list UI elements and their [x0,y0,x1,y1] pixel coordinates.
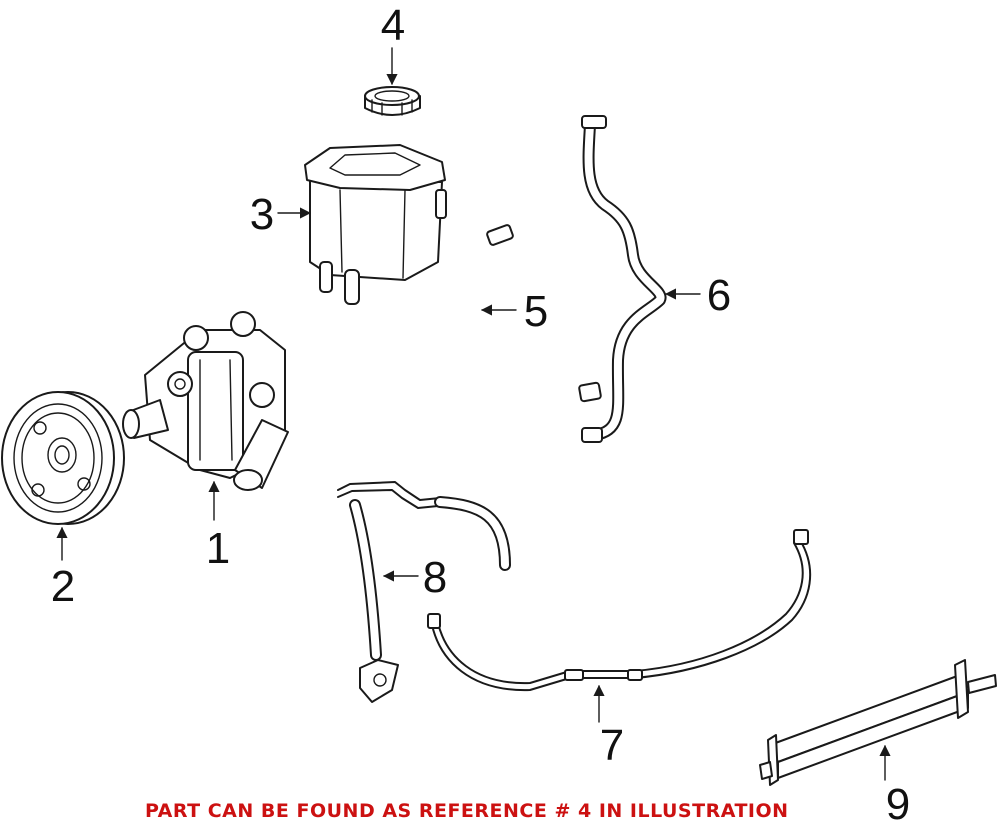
part-1-pump[interactable] [122,311,289,491]
part-7-line[interactable] [427,529,812,692]
callout-1: 1 [205,524,231,573]
callout-4: 4 [380,1,406,50]
callout-2: 2 [50,562,76,611]
callout-7: 7 [599,721,625,770]
callout-3: 3 [249,190,275,239]
callout-5: 5 [523,287,549,336]
leader-arrows [56,47,891,781]
part-2-pulley[interactable] [1,391,125,525]
part-9-cooler[interactable] [759,659,997,786]
part-5-hose[interactable] [456,224,602,403]
part-6-hose[interactable] [581,115,667,443]
part-4-reservoir-cap[interactable] [364,86,421,116]
part-8-hose[interactable] [337,481,511,703]
reference-note: PART CAN BE FOUND AS REFERENCE # 4 IN IL… [145,800,789,822]
part-3-reservoir[interactable] [304,144,447,305]
callout-8: 8 [422,553,448,602]
callout-6: 6 [706,271,732,320]
callout-9: 9 [885,780,911,829]
